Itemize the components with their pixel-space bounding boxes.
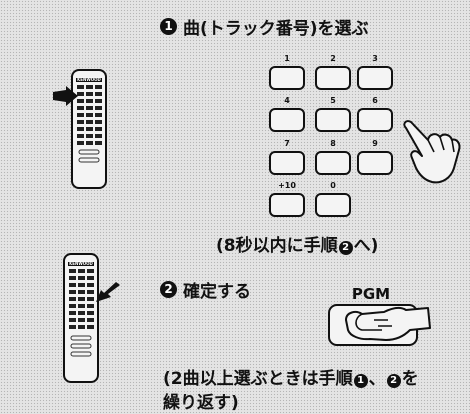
- key-6-button[interactable]: [357, 108, 393, 132]
- key-label-6: 6: [372, 96, 378, 105]
- step2-note-line2: 繰り返す): [163, 393, 239, 413]
- step2-note-text-start: (2曲以上選ぶときは手順: [163, 369, 353, 389]
- key-label-3: 3: [372, 54, 378, 63]
- remote-control-illustration-2: KENWOOD: [63, 253, 120, 383]
- key-0-button[interactable]: [315, 193, 351, 217]
- step1-title: 曲(トラック番号)を選ぶ: [183, 19, 369, 39]
- key-label-2: 2: [330, 54, 336, 63]
- key-2-button[interactable]: [315, 66, 351, 90]
- pgm-button-label: PGM: [351, 285, 391, 303]
- step-number-badge: 2: [160, 281, 177, 298]
- key-label-8: 8: [330, 139, 336, 148]
- key-label-9: 9: [372, 139, 378, 148]
- key-label-7: 7: [284, 139, 290, 148]
- step-reference-badge-a: 1: [353, 374, 368, 388]
- step-number-badge: 1: [160, 18, 177, 35]
- key-label-4: 4: [284, 96, 290, 105]
- key-3-button[interactable]: [357, 66, 393, 90]
- step-reference-badge: 2: [338, 241, 353, 255]
- pressing-hand-icon: [345, 306, 431, 341]
- arrow-icon: [96, 282, 120, 302]
- step2-note-separator: 、: [368, 369, 386, 389]
- key-8-button[interactable]: [315, 151, 351, 175]
- pointing-hand-icon: [403, 120, 461, 184]
- step-reference-badge-b: 2: [386, 374, 401, 388]
- step2-note-text-end: を: [401, 369, 419, 389]
- key-1-button[interactable]: [269, 66, 305, 90]
- step1-heading: 1 曲(トラック番号)を選ぶ: [160, 14, 369, 39]
- key-9-button[interactable]: [357, 151, 393, 175]
- step2-heading: 2 確定する: [160, 277, 251, 302]
- step1-note-text-end: へ): [353, 236, 379, 256]
- step1-note-text-start: (8秒以内に手順: [216, 236, 338, 256]
- remote-brand-text-1: KENWOOD: [77, 77, 101, 82]
- key-5-button[interactable]: [315, 108, 351, 132]
- key-label-5: 5: [330, 96, 336, 105]
- step2-title: 確定する: [183, 282, 251, 302]
- key-4-button[interactable]: [269, 108, 305, 132]
- remote-brand-text-2: KENWOOD: [69, 261, 93, 266]
- key-label-plus10: +10: [278, 181, 296, 190]
- remote-control-illustration-1: KENWOOD: [53, 69, 107, 189]
- key-label-0: 0: [330, 181, 336, 190]
- arrow-icon: [53, 86, 78, 106]
- key-label-1: 1: [284, 54, 290, 63]
- key-7-button[interactable]: [269, 151, 305, 175]
- key-plus10-button[interactable]: [269, 193, 305, 217]
